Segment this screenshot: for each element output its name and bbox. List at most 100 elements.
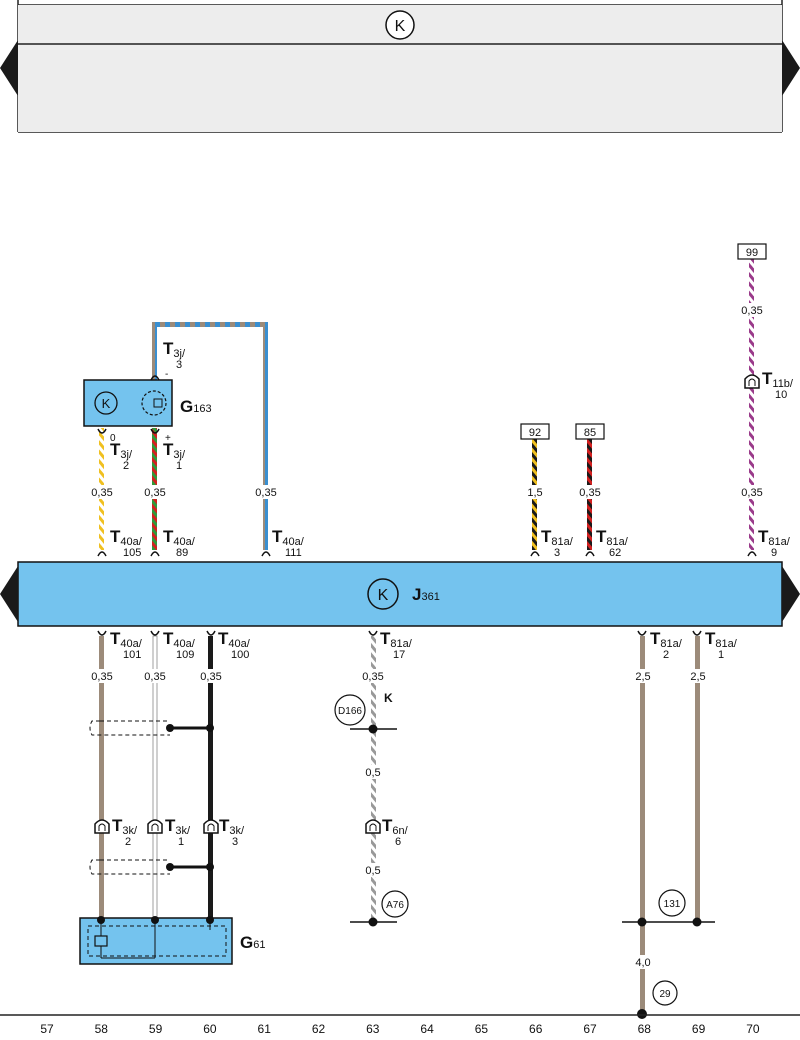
reference-label-r99: 99	[746, 247, 758, 259]
splice-a76	[350, 917, 397, 927]
column-number: 57	[40, 1022, 54, 1036]
location-circle-c131	[658, 889, 686, 917]
column-number: 63	[366, 1022, 380, 1036]
connector-label-t3j-2: T3j/	[110, 440, 133, 461]
ground-bus-symbol: K	[385, 10, 415, 40]
connector-label-t3k-2: T3k/	[112, 816, 138, 837]
connector-pin-t6n-6: 6	[395, 836, 401, 848]
reference-box-r85	[575, 423, 605, 440]
connector-label-t81a-62: T81a/	[596, 527, 629, 548]
wire-gauge-w58-top: 0,35	[91, 487, 112, 499]
location-label-c131: 131	[664, 899, 681, 910]
pin-contact-10	[637, 630, 647, 636]
connector-pin-t40a-89: 89	[176, 547, 188, 559]
connector-label-t81a-17: T81a/	[380, 629, 413, 650]
column-number: 70	[746, 1022, 760, 1036]
pin-contact-12	[150, 375, 160, 381]
column-number: 68	[638, 1022, 652, 1036]
wire-gauge-w59-bot: 0,35	[144, 671, 165, 683]
connector-label-t81a-3: T81a/	[541, 527, 574, 548]
connector-label-t40a-101: T40a/	[110, 629, 143, 650]
wire-g163-to-j361-via-t3j-3	[152, 322, 268, 327]
j361-symbol-letter: K	[378, 587, 389, 604]
inline-connector-t6n-6	[365, 819, 381, 834]
column-number: 62	[312, 1022, 326, 1036]
inline-connector-t3k-3	[203, 819, 219, 834]
wire-gauge-w70-upper: 0,35	[741, 305, 762, 317]
wire-gauge-w58-bot: 0,35	[91, 671, 112, 683]
pin-contact-3	[530, 551, 540, 557]
reference-label-r92: 92	[529, 427, 541, 439]
reference-label-r85: 85	[584, 427, 596, 439]
connector-label-t40a-89: T40a/	[163, 527, 196, 548]
pin-contact-7	[150, 630, 160, 636]
location-label-c29: 29	[659, 989, 671, 1000]
location-circle-a76	[381, 890, 409, 918]
connector-pin-t40a-111: 111	[285, 547, 302, 559]
location-circle-c29	[652, 980, 678, 1006]
pin-contact-9	[368, 630, 378, 636]
wire-gauge-w67-top: 0,35	[579, 487, 600, 499]
pin-contact-0	[97, 551, 107, 557]
inline-connector-t3k-1	[147, 819, 163, 834]
component-j361: K	[0, 561, 800, 627]
reference-box-r99	[737, 243, 767, 260]
connector-pin-t3j-1: 1	[176, 460, 182, 472]
wire-gauge-w66-top: 1,5	[527, 487, 542, 499]
pin-mark-zero: 0	[110, 433, 116, 444]
ground-bus-symbol-letter: K	[395, 18, 406, 35]
column-number: 59	[149, 1022, 163, 1036]
pin-contact-6	[97, 630, 107, 636]
column-number: 69	[692, 1022, 706, 1036]
column-number: 64	[420, 1022, 434, 1036]
location-circle-d166	[334, 694, 366, 726]
inline-connector-t3k-2	[94, 819, 110, 834]
wire-col69-brown	[695, 636, 700, 922]
column-number: 66	[529, 1022, 543, 1036]
wire-gauge-w68-bot: 2,5	[635, 671, 650, 683]
g61-label: G61	[240, 933, 265, 952]
shield-splice-lower	[89, 859, 214, 875]
pin-contact-1	[150, 551, 160, 557]
connector-label-t6n-6: T6n/	[382, 816, 409, 837]
connector-label-t40a-105: T40a/	[110, 527, 143, 548]
connector-pin-t40a-109: 109	[176, 649, 194, 661]
connector-label-t11b-10: T11b/	[762, 369, 794, 390]
wire-gauge-w60-bot: 0,35	[200, 671, 221, 683]
connector-pin-t11b-10: 10	[775, 389, 787, 401]
reference-box-r92	[520, 423, 550, 440]
connector-label-t81a-2: T81a/	[650, 629, 683, 650]
component-g163: K	[83, 379, 173, 427]
connector-label-t40a-109: T40a/	[163, 629, 196, 650]
pin-contact-2	[261, 551, 271, 557]
location-label-d166: D166	[338, 706, 362, 717]
connector-pin-t81a-2: 2	[663, 649, 669, 661]
connector-label-t3k-1: T3k/	[165, 816, 191, 837]
pin-mark-minus: -	[165, 369, 168, 380]
splice-d166	[350, 724, 397, 734]
wire-gauge-w69-bot: 2,5	[690, 671, 705, 683]
wire-gauge-w63-c: 0,5	[365, 865, 380, 877]
pin-contact-8	[206, 630, 216, 636]
connector-label-t3j-1: T3j/	[163, 440, 186, 461]
location-label-a76: A76	[386, 900, 404, 911]
inline-connector-t11b-10	[744, 374, 760, 389]
connector-pin-t81a-9: 9	[771, 547, 777, 559]
wire-gauge-w63-a: 0,35	[362, 671, 383, 683]
wire-gauge-w61-top: 0,35	[255, 487, 276, 499]
pin-contact-13	[97, 428, 107, 434]
connector-label-t40a-100: T40a/	[218, 629, 251, 650]
wire-gauge-w59-top: 0,35	[144, 487, 165, 499]
wire-col58-brown	[99, 636, 104, 920]
component-g61	[79, 916, 233, 965]
connector-pin-t40a-105: 105	[123, 547, 141, 559]
connector-pin-t40a-101: 101	[123, 649, 141, 661]
connector-pin-t3k-3: 3	[232, 836, 238, 848]
connector-label-t3k-3: T3k/	[219, 816, 245, 837]
g163-label: G163	[180, 397, 212, 416]
column-number: 65	[475, 1022, 489, 1036]
wire-gauge-w68-ground: 4,0	[635, 957, 650, 969]
connector-label-t81a-9: T81a/	[758, 527, 791, 548]
connector-label-t81a-1: T81a/	[705, 629, 738, 650]
wire-col60-black	[208, 636, 213, 920]
